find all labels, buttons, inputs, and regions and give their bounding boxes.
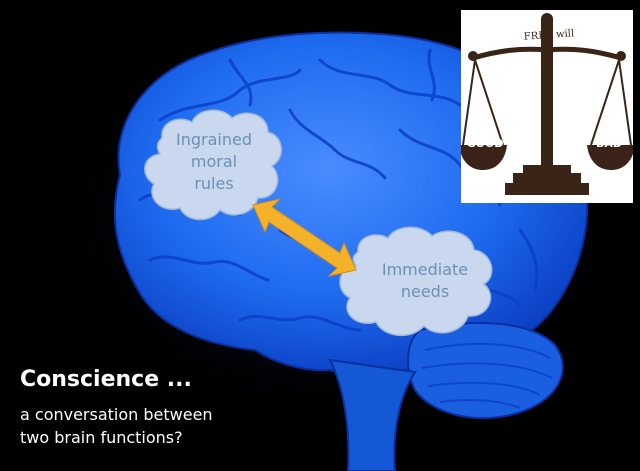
cloud-moral-line-3: rules — [152, 173, 276, 195]
subtitle-line-2: two brain functions? — [20, 426, 213, 449]
cloud-needs-line-2: needs — [352, 281, 498, 303]
cloud-needs-line-1: Immediate — [352, 259, 498, 281]
slide-title: Conscience ... — [20, 367, 192, 392]
balance-scale-image: FREE will GOOD BAD — [461, 10, 633, 203]
cerebellum — [408, 323, 563, 418]
slide-subtitle: a conversation between two brain functio… — [20, 403, 213, 449]
cloud-ingrained-moral-rules: Ingrained moral rules — [152, 129, 276, 195]
scale-right-label: BAD — [587, 137, 631, 150]
cloud-immediate-needs: Immediate needs — [352, 259, 498, 303]
subtitle-line-1: a conversation between — [20, 403, 213, 426]
scale-left-label: GOOD — [463, 137, 507, 150]
cloud-moral-line-1: Ingrained — [152, 129, 276, 151]
cloud-moral-line-2: moral — [152, 151, 276, 173]
